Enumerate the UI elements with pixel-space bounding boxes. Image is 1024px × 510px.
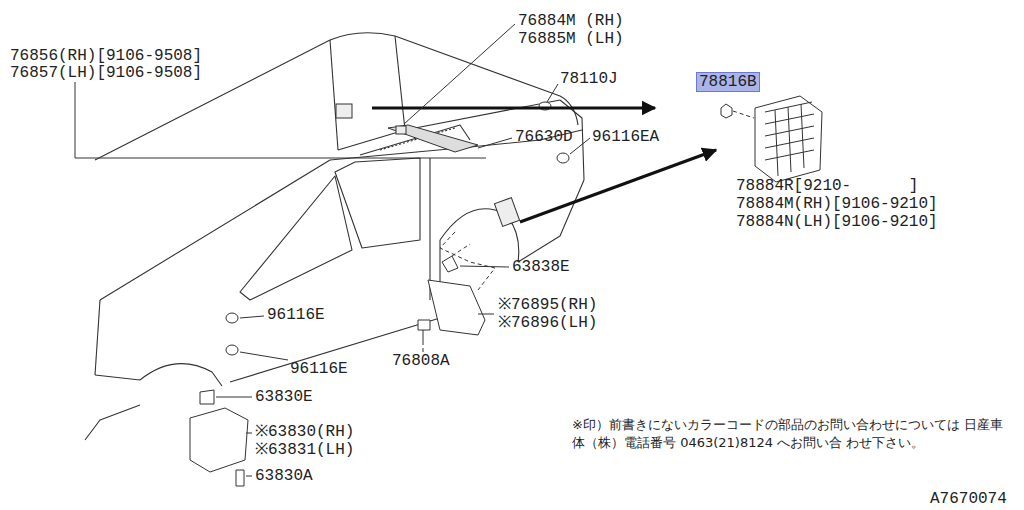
- part-number: 76630D: [515, 128, 573, 146]
- part-number: 96116E: [267, 306, 325, 324]
- clip: [396, 126, 406, 134]
- part-number: 96116E: [290, 360, 348, 378]
- part-number: ※76896(LH): [498, 314, 597, 332]
- part-number: 76857(LH)[9106-9508]: [10, 64, 202, 82]
- part-number: 63830A: [255, 467, 313, 485]
- part-number: ※63831(LH): [255, 441, 354, 459]
- part-number: 76884M (RH): [518, 12, 624, 30]
- highlighted-part: 78816B: [696, 72, 760, 92]
- part-number: 78884M(RH)[9106-9210]: [736, 195, 938, 213]
- moulding: [388, 125, 478, 152]
- leader-line: [75, 24, 790, 476]
- part-number: 78884R[9210- ]: [736, 177, 918, 195]
- part-number: 63838E: [512, 258, 570, 276]
- part-number: 76885M (LH): [518, 30, 624, 48]
- part-number: 78816B: [697, 73, 759, 91]
- reference-arrow: [372, 108, 716, 222]
- clip: [336, 104, 352, 118]
- note: ※印）前書きにないカラーコードの部品のお問い合わせについては 日産車体（株）電話…: [572, 416, 1012, 452]
- vent-grille: [721, 96, 822, 182]
- mud-flap: [418, 256, 485, 345]
- part-number: 78110J: [560, 70, 618, 88]
- part-number: 76856(RH)[9106-9508]: [10, 47, 202, 65]
- car-body: [85, 33, 584, 440]
- figure-code: A7670074: [930, 490, 1007, 508]
- part-number: 76808A: [392, 352, 450, 370]
- part-number: ※76895(RH): [498, 296, 597, 314]
- part-number: ※63830(RH): [255, 423, 354, 441]
- vent: [494, 198, 519, 227]
- part-number: 63830E: [255, 388, 313, 406]
- assembly-line: [440, 232, 495, 290]
- part-number: 78884N(LH)[9106-9210]: [736, 213, 938, 231]
- part-number: 96116EA: [592, 128, 659, 146]
- mud-flap: [190, 390, 248, 486]
